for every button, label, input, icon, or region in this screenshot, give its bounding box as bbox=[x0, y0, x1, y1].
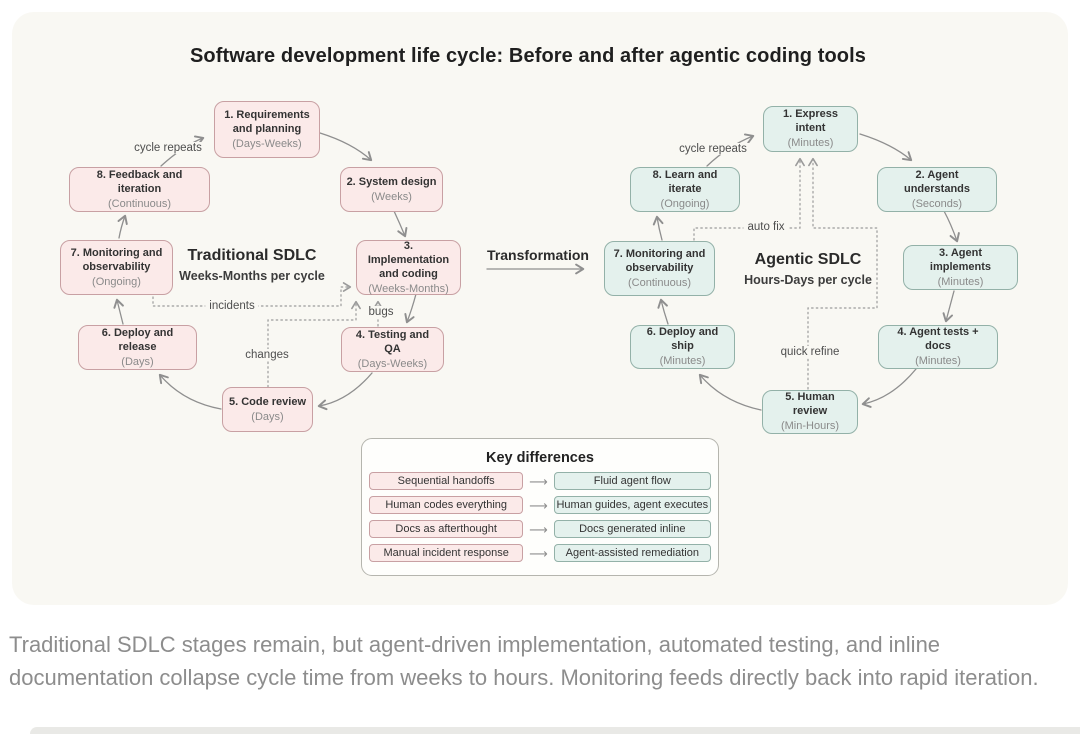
right-arrow-icon: ⟶ bbox=[529, 521, 548, 537]
key-differences-row: Human codes everything ⟶ Human guides, a… bbox=[362, 496, 718, 514]
after-pill: Human guides, agent executes bbox=[553, 496, 711, 514]
before-pill: Docs as afterthought bbox=[369, 520, 524, 538]
node-testing-and-qa: 4. Testing and QA (Days-Weeks) bbox=[341, 327, 444, 372]
agentic-cycle-time: Hours-Days per cycle bbox=[744, 273, 872, 287]
node-human-review: 5. Human review (Min-Hours) bbox=[762, 390, 858, 434]
node-title: 7. Monitoring and observability bbox=[613, 247, 706, 274]
node-duration: (Minutes) bbox=[787, 137, 834, 150]
agentic-sdlc-name: Agentic SDLC bbox=[754, 251, 862, 268]
node-feedback-and-iteration: 8. Feedback and iteration (Continuous) bbox=[69, 167, 210, 212]
node-duration: (Weeks-Months) bbox=[368, 282, 449, 295]
node-title: 7. Monitoring and observability bbox=[70, 246, 163, 273]
node-title: 8. Learn and iterate bbox=[652, 168, 718, 195]
traditional-sdlc-name: Traditional SDLC bbox=[187, 247, 317, 264]
node-deploy-and-release: 6. Deploy and release (Days) bbox=[78, 325, 197, 370]
node-title: 3. Implementation and coding bbox=[367, 239, 450, 280]
label-bugs: bugs bbox=[364, 306, 398, 318]
label-changes: changes bbox=[241, 349, 293, 361]
node-duration: (Days-Weeks) bbox=[357, 357, 428, 370]
traditional-sdlc-label: Traditional SDLC Weeks-Months per cycle bbox=[162, 247, 342, 283]
before-pill: Manual incident response bbox=[369, 544, 524, 562]
node-duration: (Min-Hours) bbox=[780, 420, 840, 433]
transformation-label: Transformation bbox=[487, 247, 589, 263]
node-deploy-and-ship: 6. Deploy and ship (Minutes) bbox=[630, 325, 735, 369]
after-pill: Docs generated inline bbox=[553, 520, 711, 538]
node-duration: (Seconds) bbox=[911, 197, 963, 210]
traditional-cycle-time: Weeks-Months per cycle bbox=[179, 269, 325, 283]
key-differences-row: Docs as afterthought ⟶ Docs generated in… bbox=[362, 520, 718, 538]
node-agent-understands: 2. Agent understands (Seconds) bbox=[877, 167, 997, 212]
node-duration: (Minutes) bbox=[659, 355, 706, 368]
figure-title: Software development life cycle: Before … bbox=[189, 45, 867, 67]
node-duration: (Ongoing) bbox=[660, 197, 710, 210]
node-duration: (Ongoing) bbox=[92, 275, 141, 288]
node-title: 3. Agent implements bbox=[929, 246, 992, 273]
node-duration: (Days-Weeks) bbox=[232, 137, 302, 150]
node-learn-and-iterate: 8. Learn and iterate (Ongoing) bbox=[630, 167, 740, 212]
node-express-intent: 1. Express intent (Minutes) bbox=[763, 106, 858, 152]
node-title: 2. Agent understands bbox=[903, 168, 970, 195]
right-arrow-icon: ⟶ bbox=[529, 473, 548, 489]
node-duration: (Minutes) bbox=[937, 275, 984, 288]
node-duration: (Days) bbox=[121, 355, 154, 368]
label-incidents: incidents bbox=[205, 300, 259, 312]
key-differences-panel: Key differences Sequential handoffs ⟶ Fl… bbox=[361, 438, 719, 576]
node-title: 8. Feedback and iteration bbox=[96, 168, 183, 195]
node-duration: (Continuous) bbox=[108, 197, 171, 210]
right-arrow-icon: ⟶ bbox=[529, 545, 548, 561]
before-pill: Sequential handoffs bbox=[369, 472, 524, 490]
key-differences-row: Manual incident response ⟶ Agent-assiste… bbox=[362, 544, 718, 562]
node-title: 4. Testing and QA bbox=[355, 328, 430, 355]
label-cycle-repeats-agentic: cycle repeats bbox=[675, 143, 751, 155]
node-requirements-and-planning: 1. Requirements and planning (Days-Weeks… bbox=[214, 101, 320, 158]
node-monitoring-observability-agentic: 7. Monitoring and observability (Continu… bbox=[604, 241, 715, 296]
key-differences-title: Key differences bbox=[486, 450, 594, 466]
node-title: 6. Deploy and ship bbox=[646, 326, 719, 353]
node-duration: (Days) bbox=[251, 410, 284, 423]
node-title: 1. Express intent bbox=[782, 108, 839, 135]
after-pill: Agent-assisted remediation bbox=[553, 544, 711, 562]
node-system-design: 2. System design (Weeks) bbox=[340, 167, 443, 212]
node-agent-tests-docs: 4. Agent tests + docs (Minutes) bbox=[878, 325, 998, 369]
node-duration: (Weeks) bbox=[371, 190, 412, 203]
node-monitoring-observability-traditional: 7. Monitoring and observability (Ongoing… bbox=[60, 240, 173, 295]
node-title: 4. Agent tests + docs bbox=[897, 326, 979, 353]
node-title: 5. Code review bbox=[228, 395, 307, 408]
node-title: 2. System design bbox=[346, 175, 437, 188]
figure-caption: Traditional SDLC stages remain, but agen… bbox=[9, 632, 1039, 690]
key-differences-row: Sequential handoffs ⟶ Fluid agent flow bbox=[362, 472, 718, 490]
agentic-sdlc-label: Agentic SDLC Hours-Days per cycle bbox=[718, 251, 898, 287]
before-pill: Human codes everything bbox=[369, 496, 524, 514]
node-duration: (Minutes) bbox=[915, 355, 961, 368]
node-title: 6. Deploy and release bbox=[101, 326, 174, 353]
label-cycle-repeats-traditional: cycle repeats bbox=[130, 142, 206, 154]
label-quick-refine: quick refine bbox=[776, 346, 844, 358]
node-title: 1. Requirements and planning bbox=[224, 108, 310, 135]
partial-bottom-bar bbox=[30, 727, 1080, 734]
after-pill: Fluid agent flow bbox=[553, 472, 711, 490]
right-arrow-icon: ⟶ bbox=[529, 497, 548, 513]
node-code-review: 5. Code review (Days) bbox=[222, 387, 313, 432]
node-duration: (Continuous) bbox=[628, 276, 691, 289]
node-implementation-and-coding: 3. Implementation and coding (Weeks-Mont… bbox=[356, 240, 461, 295]
label-auto-fix: auto fix bbox=[743, 221, 789, 233]
node-title: 5. Human review bbox=[785, 391, 835, 418]
node-agent-implements: 3. Agent implements (Minutes) bbox=[903, 245, 1018, 290]
